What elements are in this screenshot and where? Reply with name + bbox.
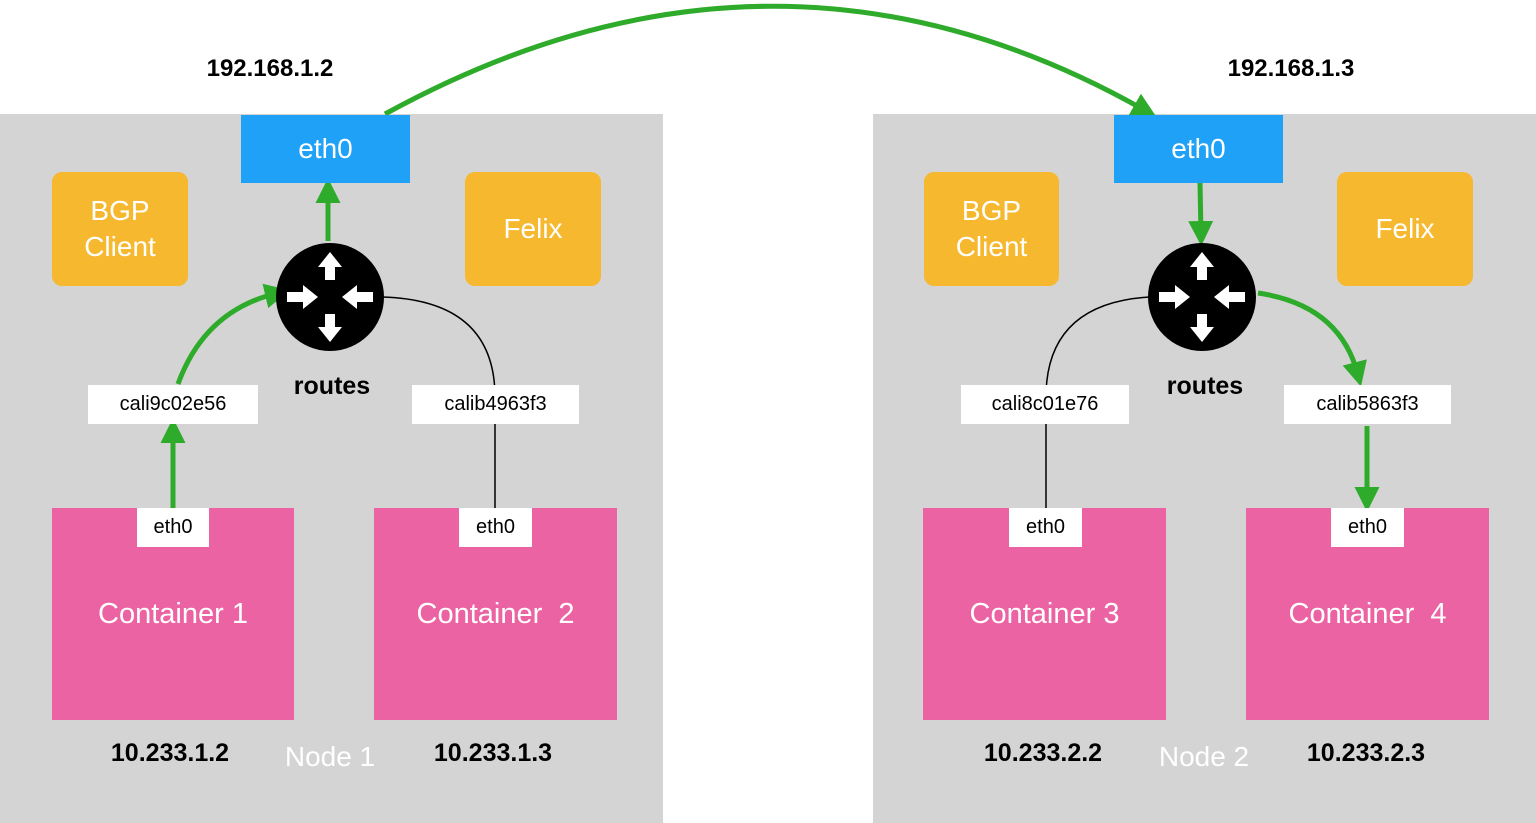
node-2-routes-label: routes	[1166, 372, 1244, 400]
arrow-eth-to-router-2	[1188, 182, 1214, 246]
node-2-host-ip: 192.168.1.3	[1227, 55, 1355, 82]
node-1-router-icon	[276, 243, 384, 351]
container-3-ip: 10.233.2.2	[983, 739, 1103, 767]
arrow-host-to-host	[383, 3, 1157, 117]
node-1-veth-2-link	[381, 296, 496, 508]
container-3-eth0: eth0	[1009, 508, 1082, 547]
container-1-eth0: eth0	[137, 508, 209, 547]
node-1-felix: Felix	[465, 172, 601, 286]
node-2-veth-1-link	[1045, 296, 1151, 508]
node-2-veth-1: cali8c01e76	[961, 385, 1129, 424]
node-2-felix: Felix	[1337, 172, 1473, 286]
arrow-veth-to-router-1	[175, 283, 290, 385]
container-1-ip: 10.233.1.2	[110, 739, 230, 767]
container-4-eth0: eth0	[1331, 508, 1404, 547]
arrow-router-to-veth-2	[1257, 290, 1367, 387]
node-2-eth0: eth0	[1114, 115, 1283, 183]
node-1-eth0: eth0	[241, 115, 410, 183]
node-1-host-ip: 192.168.1.2	[206, 55, 334, 82]
container-2-ip: 10.233.1.3	[433, 739, 553, 767]
node-2-bgp-client: BGP Client	[924, 172, 1059, 286]
node-1-label: Node 1	[284, 741, 376, 772]
container-2-eth0: eth0	[459, 508, 532, 547]
node-2-label: Node 2	[1158, 741, 1250, 772]
node-1-veth-1: cali9c02e56	[88, 385, 258, 424]
container-4-ip: 10.233.2.3	[1306, 739, 1426, 767]
node-1-bgp-client: BGP Client	[52, 172, 188, 286]
node-2-veth-2: calib5863f3	[1284, 385, 1451, 424]
node-1-routes-label: routes	[293, 372, 371, 400]
node-1-veth-2: calib4963f3	[412, 385, 579, 424]
node-2-router-icon	[1148, 243, 1256, 351]
